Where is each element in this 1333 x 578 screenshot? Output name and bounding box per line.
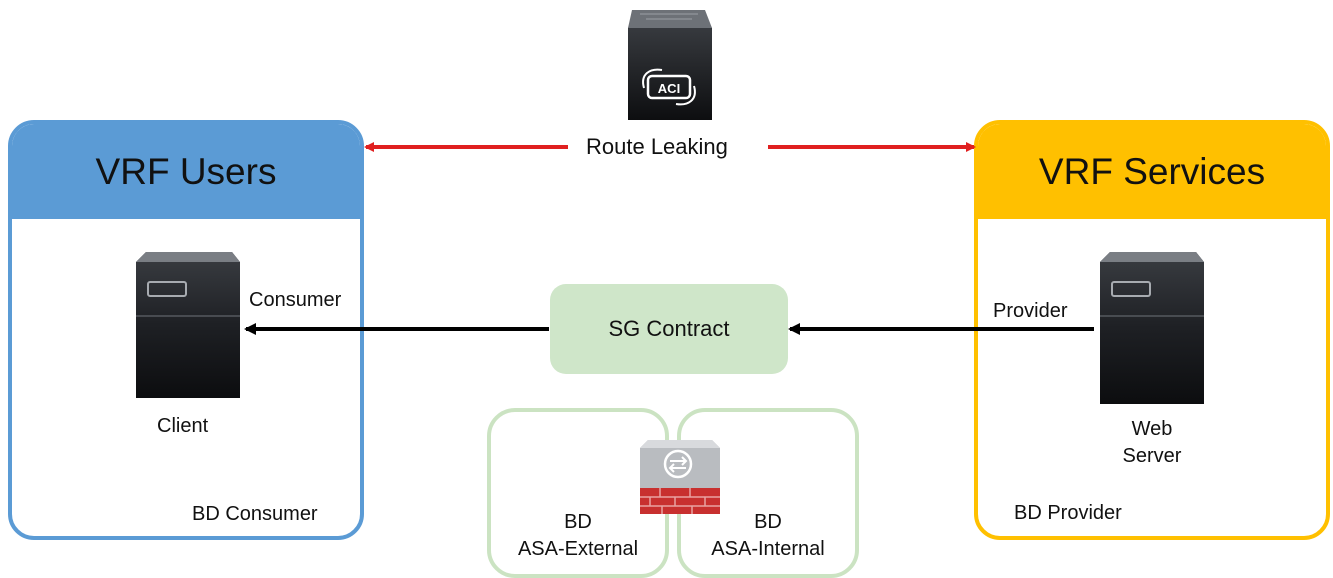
vrf-users-title: VRF Users [95, 150, 277, 192]
provider-label: Provider [993, 300, 1068, 322]
sg-contract-box: SG Contract [550, 284, 788, 374]
client-server-icon [136, 252, 240, 398]
client-label: Client [157, 415, 209, 437]
vrf-services-title: VRF Services [1038, 150, 1266, 192]
bd-provider-label: BD Provider [1014, 502, 1122, 524]
bd-asa-internal-line2: ASA-Internal [711, 538, 825, 560]
bd-asa-external-line2: ASA-External [517, 538, 639, 560]
sg-contract-label: SG Contract [608, 316, 730, 341]
route-leaking-label: Route Leaking [586, 134, 728, 159]
svg-text:ACI: ACI [658, 81, 680, 96]
web-server-icon [1100, 252, 1204, 404]
vrf-users-header: VRF Users [12, 124, 360, 219]
bd-asa-external-line1: BD [564, 511, 592, 533]
asa-firewall-icon [640, 440, 720, 514]
bd-consumer-label: BD Consumer [192, 503, 318, 525]
consumer-label: Consumer [249, 289, 342, 311]
web-server-label-line1: Web [1131, 418, 1173, 440]
bd-asa-internal-line1: BD [754, 511, 782, 533]
web-server-label-line2: Server [1122, 445, 1182, 467]
aci-fabric-icon: ACI [628, 10, 712, 120]
vrf-services-header: VRF Services [978, 124, 1326, 219]
